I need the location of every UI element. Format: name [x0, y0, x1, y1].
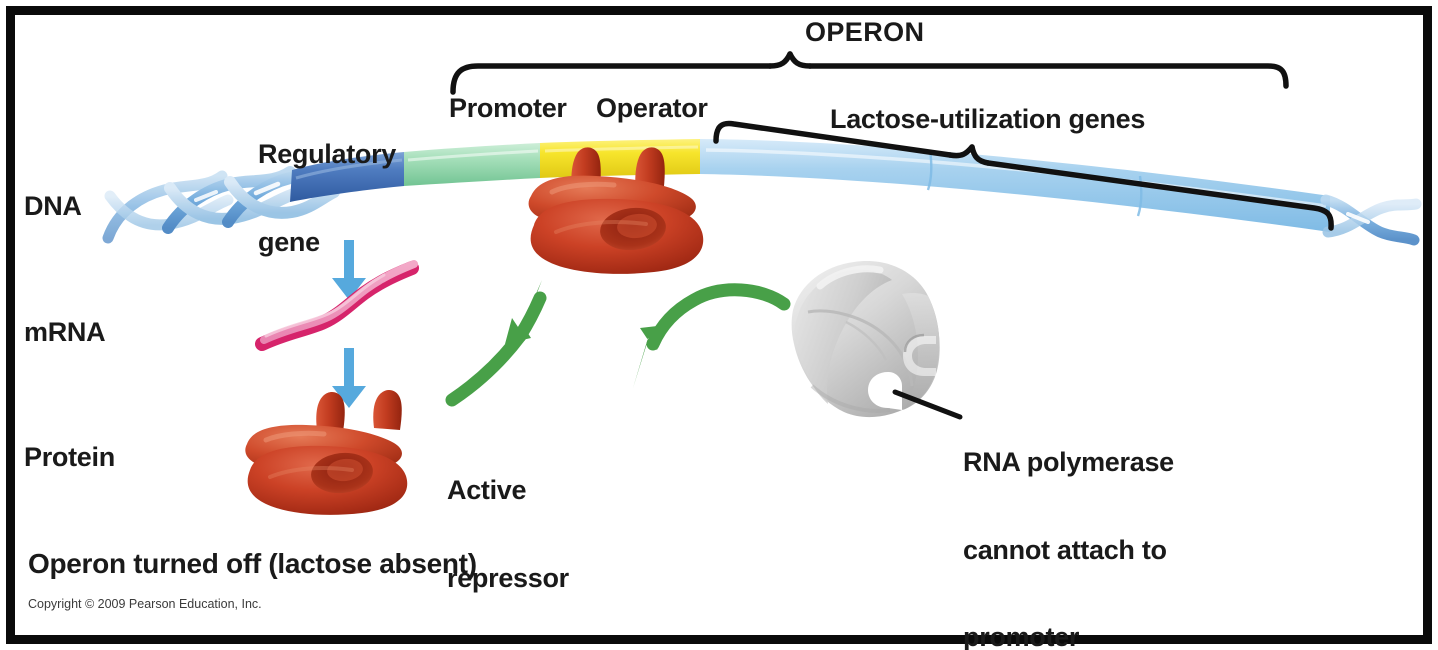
polymerase-blocked-arrow: [633, 283, 791, 388]
polymerase-leader-line: [892, 389, 963, 420]
translation-arrow: [332, 348, 366, 408]
callout-active-repressor-line1: Active: [447, 475, 527, 506]
label-operator: Operator: [596, 93, 708, 123]
dna-segment-promoter: [404, 143, 540, 186]
bracket-operon: [450, 51, 1289, 95]
bracket-lactose-genes: [713, 120, 1334, 231]
dna-segment-operator: [540, 139, 700, 178]
bound-repressor: [528, 147, 704, 274]
label-regulatory-gene-line1: Regulatory: [258, 139, 397, 170]
dna-segment-regulatory-gene: [290, 152, 404, 202]
callout-rna-polymerase-line3: promoter: [963, 622, 1080, 650]
mrna-strand: [255, 260, 419, 351]
callout-active-repressor-line2: repressor: [447, 562, 569, 593]
dna-segment-lactose-genes: [700, 139, 1330, 232]
callout-rna-polymerase: RNA polymerase cannot attach to promoter: [963, 390, 1174, 650]
label-operon: OPERON: [805, 17, 925, 47]
repressor-binds-arrow: [445, 280, 547, 407]
figure-caption: Operon turned off (lactose absent): [28, 548, 477, 579]
copyright-notice: Copyright © 2009 Pearson Education, Inc.: [28, 597, 262, 611]
callout-rna-polymerase-line2: cannot attach to: [963, 534, 1167, 565]
label-regulatory-gene-line2: gene: [258, 226, 320, 257]
label-lactose-utilization-genes: Lactose-utilization genes: [830, 104, 1146, 134]
rna-polymerase: [791, 261, 940, 418]
row-label-dna: DNA: [24, 191, 82, 221]
free-repressor: [245, 390, 408, 515]
row-label-mrna: mRNA: [24, 317, 106, 347]
label-regulatory-gene: Regulatory gene: [258, 82, 396, 315]
callout-rna-polymerase-line1: RNA polymerase: [963, 447, 1174, 478]
transcription-arrow: [332, 240, 366, 300]
row-label-protein: Protein: [24, 442, 115, 472]
figure-border: [6, 6, 1432, 644]
dna-helix-right: [1320, 194, 1422, 246]
callout-active-repressor: Active repressor: [447, 418, 569, 650]
dna-strand: [102, 139, 1422, 246]
label-promoter: Promoter: [449, 93, 567, 123]
